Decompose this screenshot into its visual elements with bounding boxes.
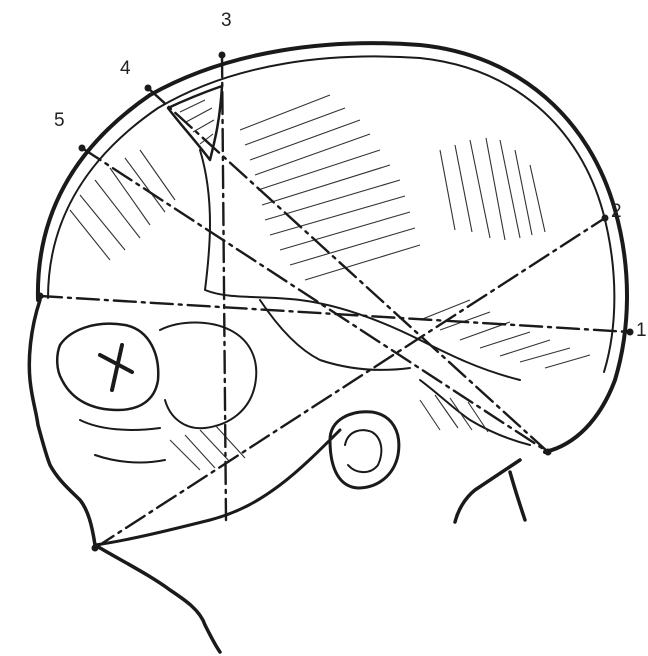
label-2: 2 xyxy=(611,201,622,222)
occipital-region xyxy=(420,380,530,445)
label-4: 4 xyxy=(120,58,131,79)
label-1: 1 xyxy=(636,320,647,341)
label-5: 5 xyxy=(54,110,65,131)
skull-outline xyxy=(38,43,627,452)
line-2-diagonal xyxy=(95,218,605,548)
line-3-vertical xyxy=(222,55,226,520)
label-3: 3 xyxy=(221,10,232,31)
ear-opening xyxy=(330,412,399,488)
parietal-hatching xyxy=(70,95,590,380)
neck-outline xyxy=(95,460,525,652)
orbit-cross-marker xyxy=(100,345,132,390)
facial-skeleton xyxy=(29,300,410,545)
